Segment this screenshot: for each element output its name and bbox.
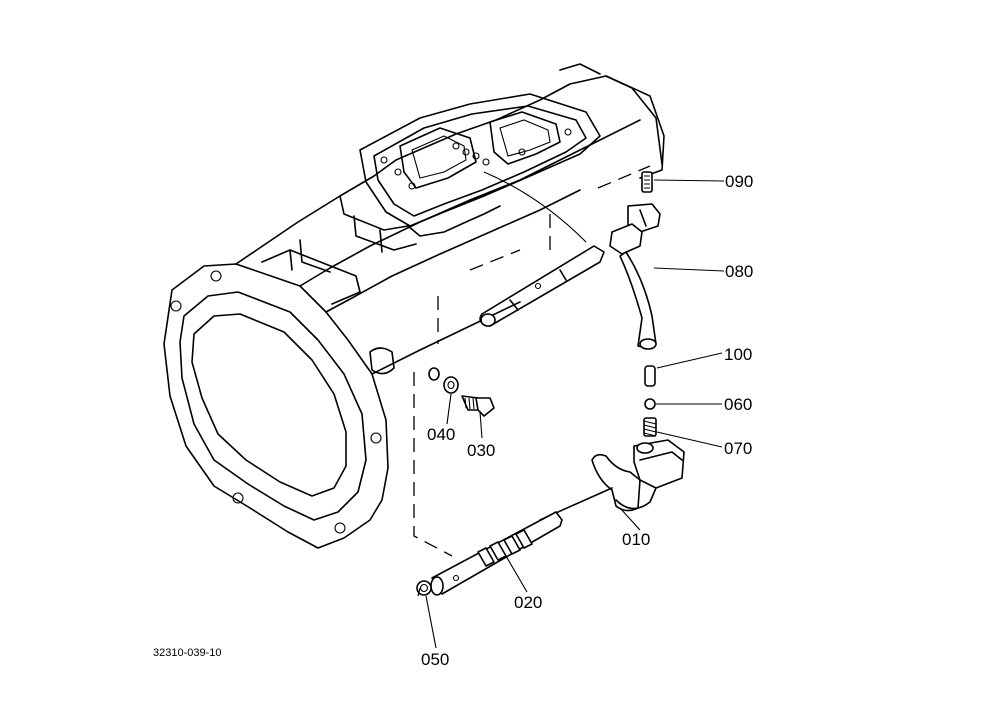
figure-code: 32310-039-10 (153, 647, 222, 659)
callout-060: 060 (724, 395, 752, 414)
upper-shift-rod (479, 245, 605, 327)
leader-lines (425, 179, 725, 649)
snap-ring-050 (416, 580, 432, 596)
set-screw-090 (641, 171, 653, 193)
assembly-lines (413, 372, 453, 597)
callout-040: 040 (427, 425, 455, 444)
callout-050: 050 (421, 650, 449, 669)
shift-arm-080 (609, 203, 661, 350)
callout-080: 080 (725, 262, 753, 281)
callout-020: 020 (514, 593, 542, 612)
shift-rod-020 (430, 487, 613, 596)
callout-labels: 090 080 100 060 070 040 030 010 020 050 … (153, 172, 753, 669)
ball-060 (644, 398, 656, 410)
pin-100 (644, 365, 656, 387)
shift-fork-010 (591, 439, 685, 512)
callout-100: 100 (724, 345, 752, 364)
callout-070: 070 (724, 439, 752, 458)
callout-030: 030 (467, 441, 495, 460)
washer-040 (428, 367, 459, 394)
bolt-030 (461, 395, 495, 417)
spring-070 (643, 417, 657, 437)
reference-curve (483, 171, 587, 243)
callout-010: 010 (622, 530, 650, 549)
transmission-housing (163, 63, 665, 549)
callout-090: 090 (725, 172, 753, 191)
